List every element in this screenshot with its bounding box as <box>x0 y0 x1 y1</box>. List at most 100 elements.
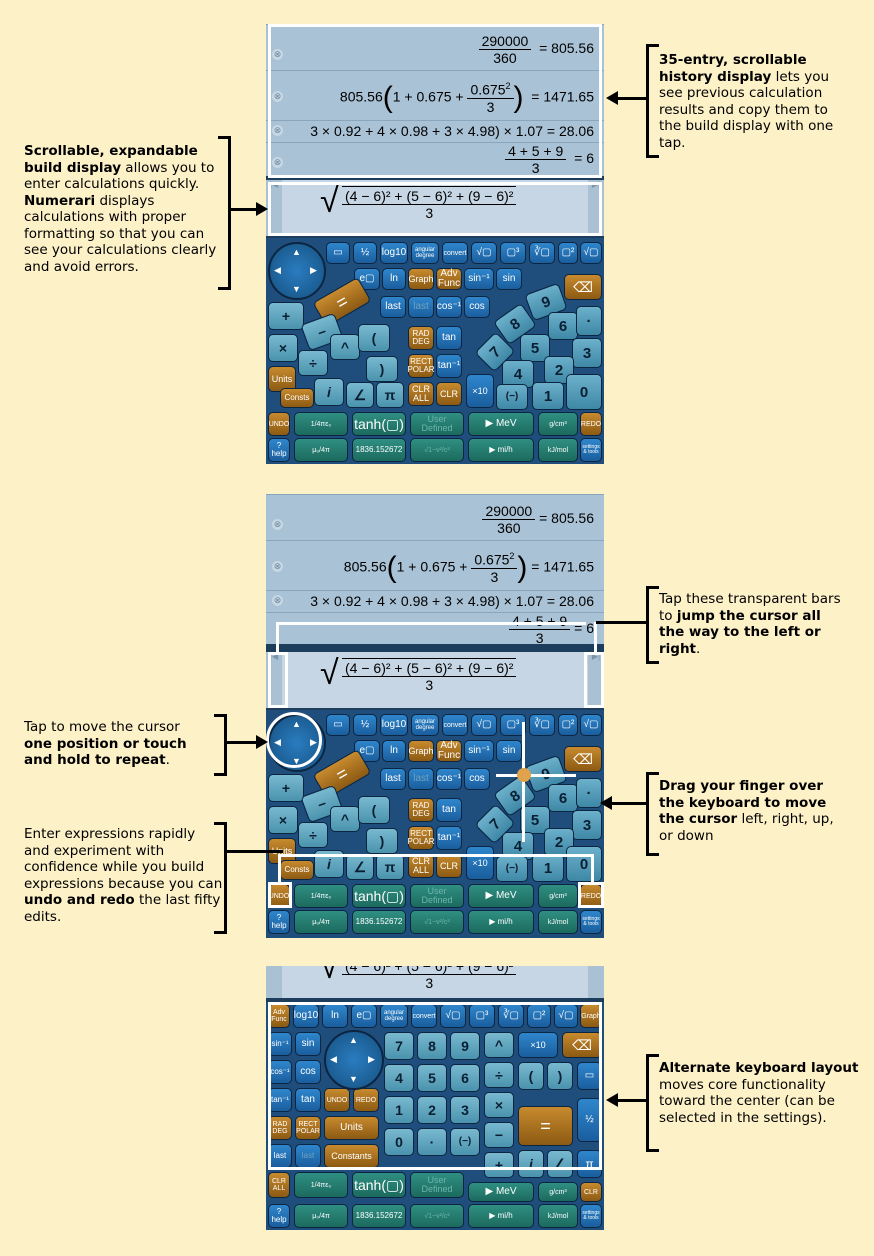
sin-key[interactable]: sin <box>496 740 522 762</box>
last-answer-key[interactable]: last <box>380 768 406 790</box>
sqrt-key[interactable]: √▢ <box>440 1004 466 1028</box>
digit-6-key[interactable]: 6 <box>548 784 578 812</box>
delete-icon[interactable]: ⊗ <box>272 49 283 60</box>
digit-4-key[interactable]: 4 <box>384 1064 414 1092</box>
reciprocal-key[interactable]: ½ <box>577 1098 602 1142</box>
delete-icon[interactable]: ⊗ <box>272 125 283 136</box>
tan-key[interactable]: tan <box>436 326 462 350</box>
right-paren-key[interactable]: ) <box>366 356 398 382</box>
left-paren-key[interactable]: ( <box>518 1062 544 1090</box>
mph-convert-key[interactable]: ▶ mi/h <box>468 1204 534 1228</box>
angular-degree-key[interactable]: angular degree <box>411 714 439 736</box>
cursor-right-bar[interactable] <box>588 966 604 998</box>
tanh-key[interactable]: tanh(▢) <box>352 1172 406 1198</box>
help-key[interactable]: ? help <box>268 1204 290 1228</box>
divide-key[interactable]: ÷ <box>298 822 328 848</box>
coulomb-constant-key[interactable]: 1/4πε₀ <box>294 412 348 436</box>
mu0-key[interactable]: μ₀/4π <box>294 1204 348 1228</box>
mev-convert-key[interactable]: ▶ MeV <box>468 884 534 908</box>
sqrt-key[interactable]: √▢ <box>471 714 497 736</box>
backspace-key[interactable]: ⌫ <box>562 1032 602 1058</box>
cursor-left-bar[interactable] <box>266 966 282 998</box>
gcm3-key[interactable]: g/cm³ <box>538 884 578 908</box>
angle-key[interactable]: ∠ <box>346 382 374 408</box>
decimal-key[interactable]: · <box>576 778 602 808</box>
constants-key[interactable]: Constants <box>324 1144 379 1168</box>
lorentz-factor-key[interactable]: √1−v²/c² <box>410 910 464 934</box>
cos-key[interactable]: cos <box>464 768 490 790</box>
sin-key[interactable]: sin <box>496 268 522 290</box>
decimal-key[interactable]: · <box>417 1128 447 1156</box>
mph-convert-key[interactable]: ▶ mi/h <box>468 910 534 934</box>
delete-icon[interactable]: ⊗ <box>272 157 283 168</box>
square-key[interactable]: ▢² <box>558 714 578 736</box>
cursor-dpad[interactable]: ▲ ▼ ◀ ▶ <box>268 242 326 300</box>
angular-degree-key[interactable]: angular degree <box>411 242 439 264</box>
imaginary-key[interactable]: i <box>314 378 344 406</box>
fraction-key[interactable]: ▭ <box>326 242 350 264</box>
digit-6-key[interactable]: 6 <box>548 312 578 340</box>
arrow-right-icon[interactable]: ▶ <box>310 265 317 275</box>
times-ten-key[interactable]: ×10 <box>466 374 494 408</box>
cursor-right-bar[interactable]: ▶| <box>588 652 604 708</box>
rect-polar-key[interactable]: RECT POLAR <box>407 826 435 850</box>
negate-key[interactable]: (−) <box>450 1128 480 1156</box>
sqrt-key[interactable]: √▢ <box>471 242 497 264</box>
digit-9-key[interactable]: 9 <box>450 1032 480 1060</box>
last-angle-key[interactable]: last <box>408 296 434 318</box>
settings-key[interactable]: settings & tools <box>580 438 602 462</box>
clear-all-key[interactable]: CLR ALL <box>268 1172 290 1198</box>
cube-key[interactable]: ▢³ <box>469 1004 495 1028</box>
arrow-down-icon[interactable]: ▼ <box>292 284 301 294</box>
digit-1-key[interactable]: 1 <box>384 1096 414 1124</box>
mev-convert-key[interactable]: ▶ MeV <box>468 1182 534 1202</box>
minus-key[interactable]: − <box>484 1122 514 1148</box>
digit-0-key[interactable]: 0 <box>566 846 602 882</box>
mu0-key[interactable]: μ₀/4π <box>294 438 348 462</box>
sqrt2-key[interactable]: √▢ <box>580 714 602 736</box>
last-angle-key[interactable]: last <box>408 768 434 790</box>
digit-3-key[interactable]: 3 <box>450 1096 480 1124</box>
last-answer-key[interactable]: last <box>268 1144 292 1168</box>
fraction-key[interactable]: ▭ <box>577 1062 602 1090</box>
ln-key[interactable]: ln <box>382 268 406 290</box>
clear-all-key[interactable]: CLR ALL <box>408 382 434 406</box>
reciprocal-key[interactable]: ½ <box>353 242 377 264</box>
digit-3-key[interactable]: 3 <box>572 810 602 840</box>
help-key[interactable]: ? help <box>268 910 290 934</box>
divide-key[interactable]: ÷ <box>484 1062 514 1088</box>
tan-key[interactable]: tan <box>436 798 462 822</box>
right-paren-key[interactable]: ) <box>366 828 398 854</box>
right-paren-key[interactable]: ) <box>547 1062 573 1090</box>
kjmol-key[interactable]: kJ/mol <box>538 1204 578 1228</box>
acos-key[interactable]: cos⁻¹ <box>436 768 462 790</box>
arrow-left-icon[interactable]: ◀ <box>330 1054 337 1064</box>
decimal-key[interactable]: · <box>576 306 602 336</box>
settings-key[interactable]: settings & tools <box>580 1204 602 1228</box>
history-entry[interactable]: ⊗ 3 × 0.92 + 4 × 0.98 + 3 × 4.98) × 1.07… <box>266 120 604 143</box>
cbrt-key[interactable]: ∛▢ <box>529 242 555 264</box>
asin-key[interactable]: sin⁻¹ <box>464 268 494 290</box>
redo-key[interactable]: REDO <box>580 412 602 436</box>
digit-1-key[interactable]: 1 <box>532 382 564 410</box>
angle-key[interactable]: ∠ <box>346 854 374 880</box>
lorentz-factor-key[interactable]: √1−v²/c² <box>410 438 464 462</box>
times-ten-key[interactable]: ×10 <box>466 846 494 880</box>
tanh-key[interactable]: tanh(▢) <box>352 884 406 908</box>
tanh-key[interactable]: tanh(▢) <box>352 412 406 436</box>
digit-4-key[interactable]: 4 <box>502 360 534 388</box>
clear-key[interactable]: CLR <box>580 1182 602 1202</box>
user-defined-key[interactable]: User Defined <box>410 412 464 436</box>
rad-deg-key[interactable]: RAD DEG <box>408 326 434 350</box>
digit-1-key[interactable]: 1 <box>532 854 564 882</box>
power-key[interactable]: ^ <box>330 806 360 832</box>
fraction-key[interactable]: ▭ <box>326 714 350 736</box>
mev-convert-key[interactable]: ▶ MeV <box>468 412 534 436</box>
sqrt2-key[interactable]: √▢ <box>554 1004 578 1028</box>
clear-key[interactable]: CLR <box>436 382 462 406</box>
digit-3-key[interactable]: 3 <box>572 338 602 368</box>
cube-key[interactable]: ▢³ <box>500 242 526 264</box>
